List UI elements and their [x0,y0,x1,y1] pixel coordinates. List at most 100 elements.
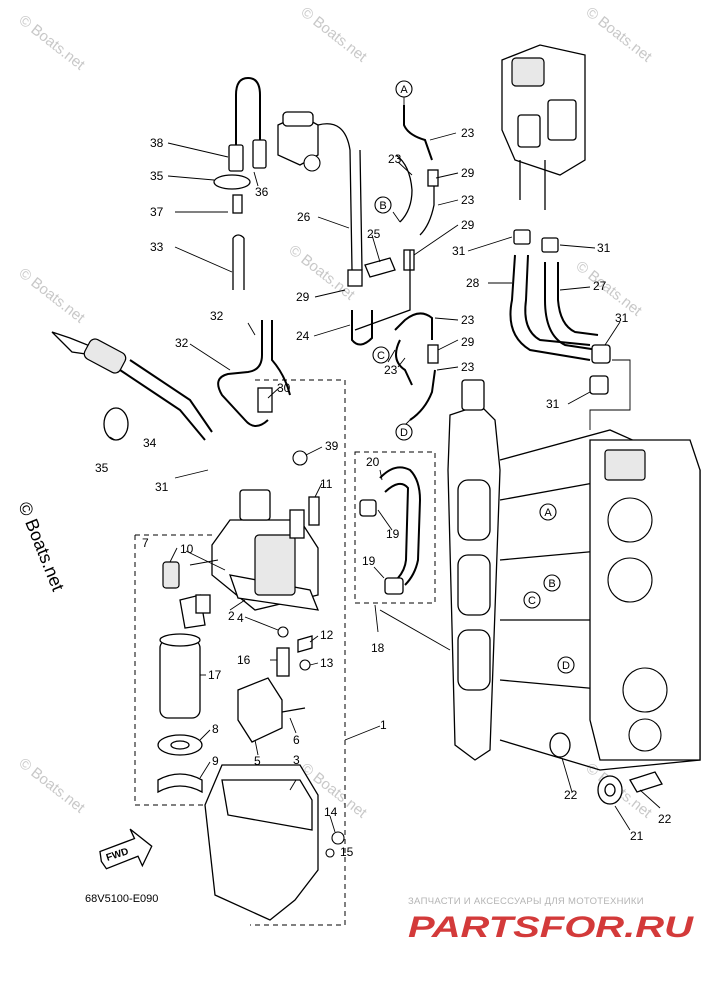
vapor-separator-cover [211,450,320,611]
clip-35 [103,407,129,441]
callout: 22 [658,812,672,826]
connector-b [543,574,561,592]
hose-24 [351,310,373,346]
callout: 11 [320,477,333,491]
callout: 35 [150,169,164,183]
filter-7 [162,561,180,589]
callout: 17 [208,668,222,682]
joint-29 [427,344,439,364]
connector-d-label: D [400,427,408,439]
callout: 3 [293,753,300,767]
fwd-arrow: FWD [99,828,153,870]
callout: 14 [324,805,338,819]
fuel-pump-17 [159,639,201,719]
brand-logo: ЗАПЧАСТИ И АКСЕССУАРЫ ДЛЯ МОТОТЕХНИКИ PA… [408,896,695,944]
connector-a [539,503,557,521]
connector-a [395,80,413,98]
oring-4 [277,626,289,638]
screw-13 [299,659,311,671]
callout: 33 [150,240,164,254]
callout: 37 [150,205,164,219]
watermark: © Boats.net [16,265,89,327]
hose-32 [217,320,291,427]
callout: 34 [143,436,157,450]
callout: 30 [277,381,291,395]
callout: 18 [371,641,385,655]
band-9 [157,773,203,794]
hose-25 [364,257,396,278]
callout: 36 [255,185,269,199]
callout: 39 [325,439,339,453]
joint-29 [403,249,415,271]
brand-name: PARTSFOR.RU [408,911,695,944]
connector-c-label: C [377,350,385,362]
clip-12 [297,635,313,653]
callout: 8 [212,722,219,736]
connector-c [523,591,541,609]
callout: 25 [367,227,381,241]
callout: 15 [340,845,354,859]
connector-d-label: D [562,660,570,672]
screw-14 [331,831,345,845]
callout: 38 [150,136,164,150]
callout: 26 [297,210,311,224]
callout: 23 [461,313,475,327]
bolt-11 [308,496,320,526]
callout: 31 [546,397,560,411]
callout: 23 [384,363,398,377]
connector-d [395,423,413,441]
callout: 23 [461,126,475,140]
callout: 32 [175,336,189,350]
joint-37 [232,194,243,214]
seal-8 [157,734,203,756]
callout: 13 [320,656,334,670]
callout: 29 [461,335,475,349]
connector-d [557,656,575,674]
intake-manifold [447,379,701,771]
washer-15 [325,848,335,858]
needle-16 [276,647,290,677]
connector-a-label: A [544,507,552,519]
callout: 7 [142,536,149,550]
leader-lines [109,96,661,833]
float-chamber-3 [204,764,345,921]
grommets [549,732,663,805]
fuel-filter-34 [51,331,213,441]
callout: 29 [296,290,310,304]
watermark: © Boats.net [16,12,89,74]
pump-parts [157,561,313,794]
callout: 22 [564,788,578,802]
callout: 27 [593,279,607,293]
connector-b [374,196,392,214]
callout: 10 [180,542,194,556]
screw-39 [292,450,308,466]
callout: 6 [293,733,300,747]
connector-markers: A B C D A B C D [372,80,575,674]
callout: 31 [155,480,169,494]
hose-33 [232,238,245,290]
joint-30 [257,387,273,413]
connector-a-label: A [400,84,408,96]
callout: 31 [452,244,466,258]
callout: 32 [210,309,224,323]
float-5 [237,677,283,743]
callout: 4 [237,611,244,625]
callout: 19 [362,554,376,568]
fuel-rail-block [501,44,586,253]
hose-38 [228,144,244,172]
watermark: © Boats.net [583,4,656,66]
watermark: © Boats.net [16,755,89,817]
pin-6 [281,707,306,713]
callout: 1 [380,718,387,732]
clip-35 [213,174,251,190]
watermark: © Boats.net [573,258,646,320]
callout: 29 [461,218,475,232]
callout: 31 [615,311,629,325]
brand-tagline: ЗАПЧАСТИ И АКСЕССУАРЫ ДЛЯ МОТОТЕХНИКИ [408,896,644,907]
callout: 19 [386,527,400,541]
drawing-code: 68V5100-E090 [85,893,158,905]
connector-c [372,346,390,364]
box-18-outline [354,451,436,604]
callout: 12 [320,628,334,642]
